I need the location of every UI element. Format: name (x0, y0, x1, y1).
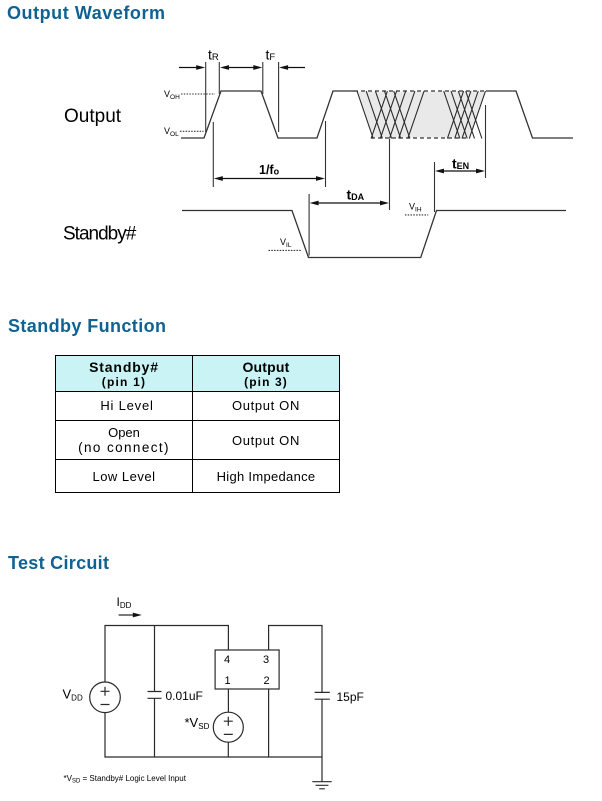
svg-text:3: 3 (263, 654, 269, 666)
svg-text:*VSD = Standby# Logic Level In: *VSD = Standby# Logic Level Input (64, 774, 187, 785)
svg-text:*VSD: *VSD (185, 715, 210, 731)
svg-text:VOL: VOL (164, 126, 179, 138)
svg-text:tF: tF (266, 47, 276, 64)
svg-text:VIL: VIL (280, 237, 292, 249)
svg-text:1/fo: 1/fo (259, 163, 280, 177)
svg-text:1: 1 (225, 675, 231, 687)
svg-text:tR: tR (208, 47, 219, 64)
svg-text:VOH: VOH (164, 89, 180, 101)
svg-text:2: 2 (264, 675, 270, 687)
svg-text:0.01uF: 0.01uF (166, 689, 203, 703)
svg-text:Standby#: Standby# (63, 224, 137, 245)
svg-text:VIH: VIH (409, 202, 422, 214)
svg-text:VDD: VDD (63, 687, 83, 703)
svg-text:4: 4 (224, 654, 230, 666)
svg-text:tEN: tEN (452, 156, 469, 172)
svg-text:tDA: tDA (347, 187, 365, 203)
svg-text:IDD: IDD (117, 595, 132, 610)
svg-text:Output: Output (64, 106, 122, 127)
svg-text:15pF: 15pF (337, 690, 364, 704)
